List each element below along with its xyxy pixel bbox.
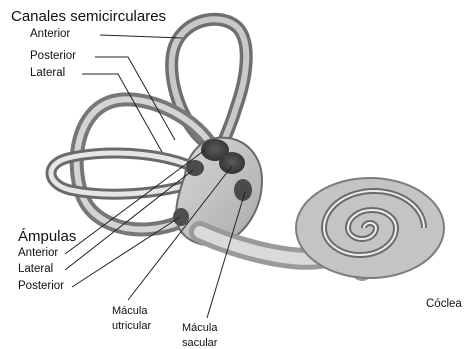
macula-sacular-line1: Mácula (182, 321, 217, 336)
canales-title: Canales semicirculares (11, 9, 166, 24)
utricle-shape (219, 152, 245, 174)
canal-anterior-label: Anterior (30, 29, 70, 41)
anterior-canal (172, 19, 247, 150)
ampula-posterior-label: Posterior (18, 281, 64, 293)
canal-lateral-label: Lateral (30, 68, 65, 80)
cochlea-shape (296, 178, 444, 278)
canal-posterior-label: Posterior (30, 51, 76, 63)
ampulla-posterior-shape (173, 208, 189, 226)
macula-utricular-line1: Mácula (112, 304, 151, 319)
ampula-lateral-label: Lateral (18, 264, 53, 276)
macula-utricular-label: Mácula utricular (112, 304, 151, 334)
macula-sacular-line2: sacular (182, 336, 217, 349)
macula-utricular-line2: utricular (112, 319, 151, 334)
ampulas-title: Ámpulas (18, 229, 76, 244)
leader-canal-anterior (100, 35, 182, 38)
macula-sacular-label: Mácula sacular (182, 321, 217, 349)
coclea-label: Cóclea (426, 299, 462, 311)
ampula-anterior-label: Anterior (18, 248, 58, 260)
